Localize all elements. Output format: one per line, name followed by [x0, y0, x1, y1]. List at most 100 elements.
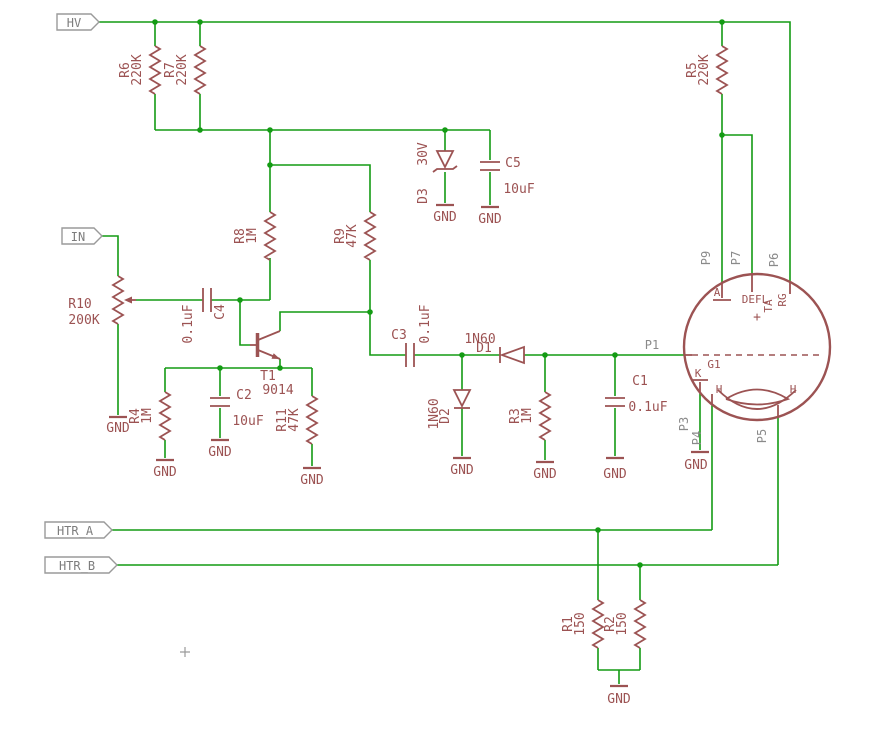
gnd-label: GND: [153, 465, 177, 480]
resistor-name: R8: [233, 228, 248, 244]
tube-electrode-cathode: K: [695, 367, 702, 380]
diode-triangle: [435, 150, 455, 170]
tube-electrode-defl: DEFL: [742, 293, 769, 306]
gnd-label: GND: [208, 445, 232, 460]
gnd-label: GND: [533, 467, 557, 482]
tube-anode-stub: [713, 283, 731, 301]
resistor-value: 47K: [345, 224, 360, 248]
diode-value: 30V: [416, 142, 431, 166]
resistor-value: 1M: [520, 408, 535, 424]
junction-dot: [267, 127, 273, 133]
tube-electrode-grid: G1: [707, 358, 720, 371]
net-flag-hv: HV: [56, 13, 100, 31]
gnd-label: GND: [603, 467, 627, 482]
resistor-r7: R7 220K: [163, 45, 206, 95]
resistor-r4: R4 1M: [128, 391, 171, 441]
tube-cathode-stub: [692, 379, 708, 393]
capacitor-plates: [480, 161, 500, 171]
capacitor-name: C4: [213, 304, 228, 320]
wiper-arrow: [124, 296, 132, 304]
resistor-name: R2: [603, 616, 618, 632]
diode-value: 1N60: [464, 332, 495, 347]
tube-pin-label-p7: P7: [729, 251, 743, 265]
resistor-body: [306, 395, 318, 445]
capacitor-c1: C1 0.1uF: [605, 374, 668, 415]
tube-pin-label-p1: P1: [645, 338, 659, 352]
tube-electrode-heater-b: H: [790, 383, 797, 396]
diode-triangle: [452, 389, 472, 409]
resistor-name: R9: [333, 228, 348, 244]
tube-eye-lens: [725, 388, 791, 406]
tube-electrode-ta: TA: [762, 299, 775, 313]
resistor-r3: R3 1M: [508, 391, 551, 441]
wire: [279, 311, 370, 331]
junction-dot: [277, 365, 283, 371]
potentiometer-name: R10: [68, 297, 91, 312]
tube-pin-label-p6: P6: [767, 253, 781, 267]
junction-dot: [197, 127, 203, 133]
gnd-label: GND: [106, 421, 130, 436]
resistor-value: 47K: [287, 408, 302, 432]
junction-dot: [459, 352, 465, 358]
diode-name: D3: [416, 188, 431, 204]
potentiometer-body: [112, 275, 124, 325]
tube-pin-label-p3: P3: [677, 417, 691, 431]
resistor-value: 150: [573, 612, 588, 635]
capacitor-c2: C2 10uF: [210, 388, 264, 429]
wire: [721, 134, 753, 283]
zener-diode-d3: 30V D3: [416, 142, 458, 204]
resistor-value: 220K: [697, 54, 712, 85]
net-flag-in: IN: [61, 227, 103, 245]
transistor-t1: T1 9014: [250, 330, 294, 398]
diode-name: D2: [438, 408, 453, 424]
net-flag-label: HTR_B: [59, 559, 95, 573]
resistor-body: [592, 599, 604, 649]
capacitor-c5: C5 10uF: [480, 156, 535, 197]
gnd-label: GND: [607, 692, 631, 707]
resistor-body: [159, 391, 171, 441]
tube-magic-eye: P9 P7 P6 P1 P3 P4 P5 A DEFL + TA RG K G1…: [645, 251, 832, 445]
tube-electrode-anode: A: [714, 286, 721, 299]
junction-dots: [152, 19, 725, 568]
net-flag-outline: [44, 556, 118, 574]
wire: [99, 21, 791, 282]
tube-electrode-heater-a: H: [716, 383, 723, 396]
tube-pin-label-p9: P9: [699, 251, 713, 265]
resistor-r1: R1 150: [561, 599, 604, 649]
diode-d2: 1N60 D2: [427, 389, 472, 430]
ground-labels: GND GND GND GND GND GND GND GND GND GND …: [106, 210, 708, 707]
capacitor-value: 10uF: [232, 414, 263, 429]
zener-bar: [432, 165, 458, 173]
wire: [444, 130, 491, 205]
transistor-collector: [257, 330, 281, 341]
capacitor-value: 0.1uF: [181, 304, 196, 343]
resistor-value: 150: [615, 612, 630, 635]
net-flag-htr-a: HTR_A: [44, 521, 113, 539]
resistor-r5: R5 220K: [685, 45, 728, 95]
diode-d1: 1N60 D1: [464, 332, 525, 365]
tube-pin-label-p5: P5: [755, 429, 769, 443]
gnd-label: GND: [684, 458, 708, 473]
tube-electrode-plus: +: [753, 310, 761, 325]
junction-dot: [637, 562, 643, 568]
net-wiring: [99, 21, 791, 684]
wire: [164, 408, 313, 466]
transistor-name: T1: [260, 369, 276, 384]
wire: [699, 393, 779, 565]
resistor-body: [149, 45, 161, 95]
resistor-r6: R6 220K: [118, 45, 161, 95]
diode-name: D1: [476, 341, 492, 356]
gnd-label: GND: [300, 473, 324, 488]
resistor-name: R7: [163, 62, 178, 78]
net-flag-outline: [44, 521, 113, 539]
resistor-body: [716, 45, 728, 95]
net-flag-label: IN: [71, 230, 85, 244]
wire: [164, 359, 313, 396]
capacitor-value: 10uF: [503, 182, 534, 197]
resistor-value: 220K: [175, 54, 190, 85]
resistor-body: [194, 45, 206, 95]
resistor-name: R5: [685, 62, 700, 78]
capacitor-name: C3: [391, 328, 407, 343]
